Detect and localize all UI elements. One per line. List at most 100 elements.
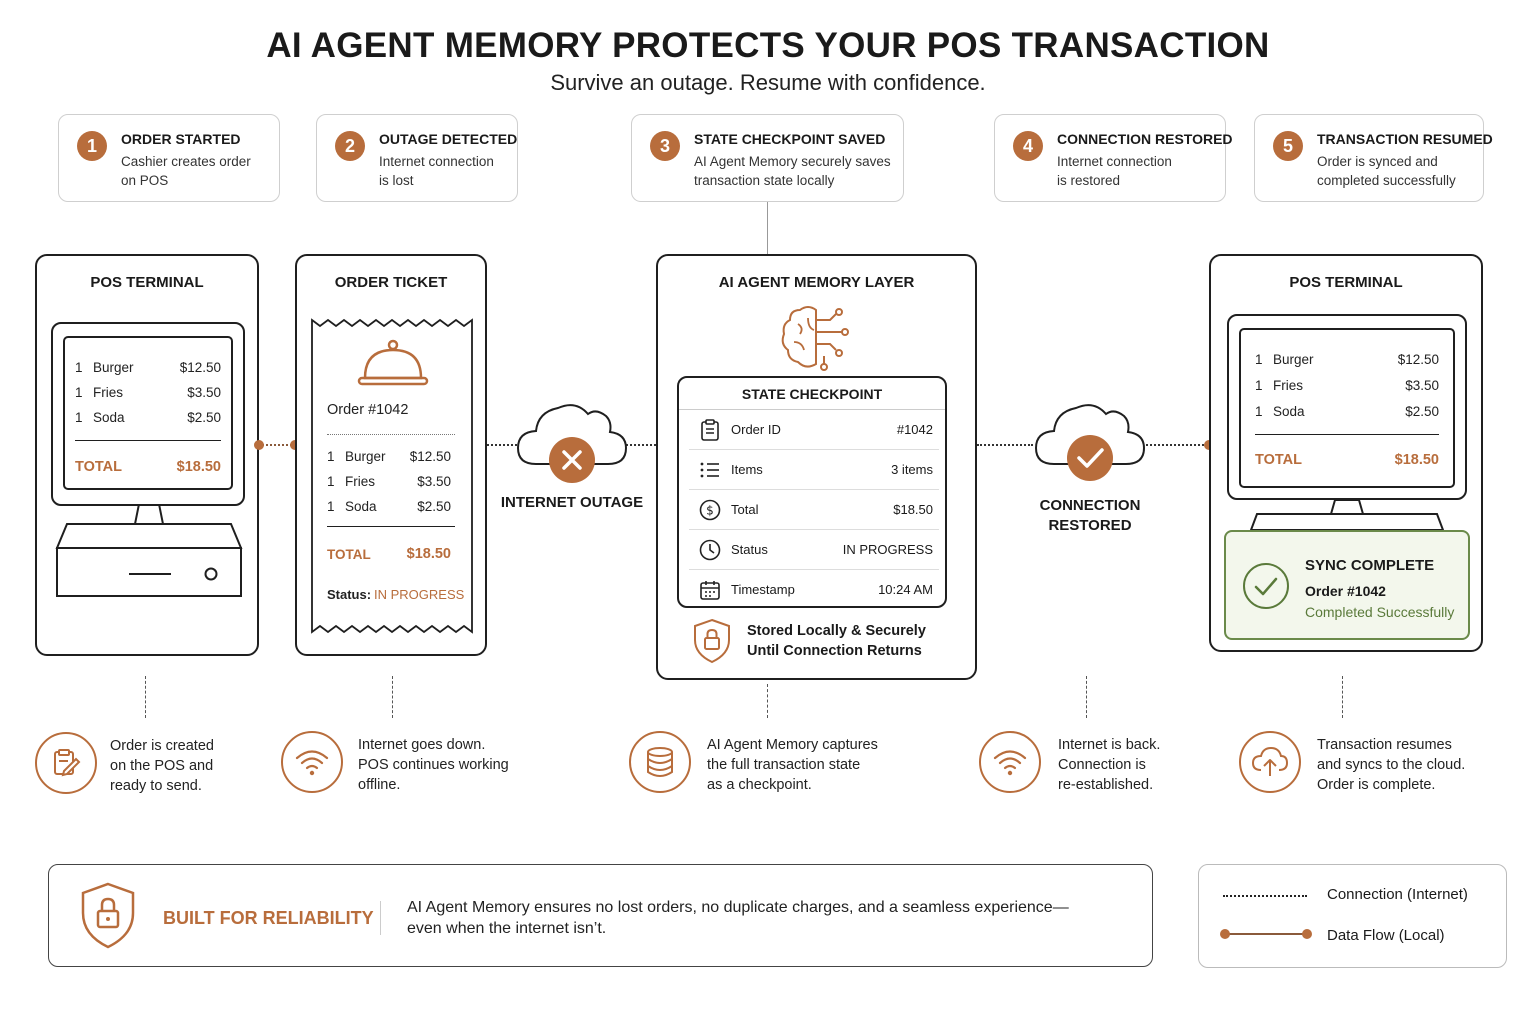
monitor-screen: 1 Burger $12.50 1 Fries $3.50 1 Soda $2.… bbox=[63, 336, 233, 490]
checkpoint-label: Total bbox=[731, 502, 759, 517]
connection-line bbox=[977, 444, 1033, 446]
item-name: Fries bbox=[1273, 378, 1303, 393]
clipboard-icon bbox=[701, 419, 719, 441]
step-title: STATE CHECKPOINT SAVED bbox=[694, 131, 886, 147]
item-qty: 1 bbox=[1255, 352, 1263, 367]
total-value: $18.50 bbox=[1394, 452, 1439, 468]
check-circle-icon bbox=[1243, 563, 1289, 609]
reliability-banner: BUILT FOR RELIABILITY AI Agent Memory en… bbox=[48, 864, 1153, 967]
checkpoint-row-status: Status IN PROGRESS bbox=[689, 530, 939, 570]
dollar-icon: $ bbox=[699, 499, 721, 521]
item-qty: 1 bbox=[327, 499, 335, 514]
item-price: $3.50 bbox=[1405, 378, 1439, 393]
checkpoint-value: 10:24 AM bbox=[878, 582, 933, 597]
step-card-5: 5 TRANSACTION RESUMED Order is synced an… bbox=[1254, 114, 1493, 202]
pos-terminal-left: POS TERMINAL 1 Burger $12.50 1 Fries $3.… bbox=[35, 254, 259, 656]
sync-order: Order #1042 bbox=[1305, 583, 1386, 599]
checkpoint-value: $18.50 bbox=[893, 502, 933, 517]
status-label: Status: bbox=[327, 587, 372, 602]
step-number: 1 bbox=[77, 131, 107, 161]
state-checkpoint-card: STATE CHECKPOINT Order ID #1042 Items 3 … bbox=[677, 376, 947, 608]
step-number: 3 bbox=[650, 131, 680, 161]
cloche-icon bbox=[357, 339, 429, 386]
divider bbox=[327, 526, 455, 527]
cloud-upload-icon bbox=[1251, 746, 1289, 776]
reliability-title: BUILT FOR RELIABILITY bbox=[163, 908, 374, 928]
vertical-connector bbox=[1086, 676, 1087, 718]
legend-dataflow-label: Data Flow (Local) bbox=[1327, 927, 1445, 944]
page-subtitle: Survive an outage. Resume with confidenc… bbox=[550, 70, 986, 95]
total-label: TOTAL bbox=[327, 547, 371, 562]
cloud-check-icon bbox=[1034, 404, 1146, 481]
shield-lock-icon bbox=[694, 618, 730, 664]
checkpoint-row-order-id: Order ID #1042 bbox=[689, 410, 939, 450]
legend: Connection (Internet) Data Flow (Local) bbox=[1198, 864, 1507, 968]
order-number: Order #1042 bbox=[327, 402, 409, 418]
item-price: $12.50 bbox=[179, 360, 221, 375]
item-qty: 1 bbox=[327, 474, 335, 489]
checkpoint-value: IN PROGRESS bbox=[842, 542, 933, 557]
total-label: TOTAL bbox=[1255, 452, 1302, 468]
legend-connection-swatch bbox=[1223, 895, 1307, 897]
pos-terminal-right: POS TERMINAL 1 Burger $12.50 1 Fries $3.… bbox=[1209, 254, 1483, 652]
connection-line bbox=[487, 444, 521, 446]
vertical-connector bbox=[767, 684, 768, 718]
legend-connection-label: Connection (Internet) bbox=[1327, 886, 1468, 903]
checkpoint-label: Timestamp bbox=[731, 582, 795, 597]
bottom-step-icon bbox=[1239, 731, 1301, 793]
item-price: $3.50 bbox=[417, 474, 451, 489]
item-name: Fries bbox=[93, 385, 123, 400]
checkpoint-title: STATE CHECKPOINT bbox=[741, 386, 883, 402]
data-flow-dot bbox=[254, 440, 264, 450]
bottom-step-text: Internet goes down.POS continues working… bbox=[358, 737, 509, 793]
memory-layer-panel: AI AGENT MEMORY LAYER STATE CHECKPOINT O… bbox=[656, 254, 977, 680]
reliability-text: AI Agent Memory ensures no lost orders, … bbox=[407, 899, 1069, 937]
vertical-connector bbox=[145, 676, 146, 718]
monitor: 1 Burger $12.50 1 Fries $3.50 1 Soda $2.… bbox=[51, 322, 245, 506]
step3-connector bbox=[767, 202, 768, 254]
sync-status: Completed Successfully bbox=[1305, 604, 1455, 620]
checkpoint-value: 3 items bbox=[891, 462, 933, 477]
step-title: OUTAGE DETECTED bbox=[379, 131, 518, 147]
order-ticket-panel: ORDER TICKET Order #1042 1 Burger $12.50… bbox=[295, 254, 487, 656]
connection-line bbox=[622, 444, 656, 446]
item-price: $2.50 bbox=[417, 499, 451, 514]
checkpoint-rows: Order ID #1042 Items 3 items $ Total $18… bbox=[679, 409, 945, 605]
divider bbox=[75, 440, 221, 441]
brain-circuit-icon bbox=[781, 306, 849, 371]
item-price: $12.50 bbox=[1397, 352, 1439, 367]
wifi-icon bbox=[993, 750, 1027, 776]
receipt-outline bbox=[311, 318, 473, 634]
total-label: TOTAL bbox=[75, 459, 122, 475]
step-title: CONNECTION RESTORED bbox=[1057, 131, 1233, 147]
panel-header: POS TERMINAL bbox=[1289, 274, 1403, 291]
item-qty: 1 bbox=[75, 410, 83, 425]
item-qty: 1 bbox=[1255, 404, 1263, 419]
shield-lock-icon bbox=[81, 882, 135, 949]
step-number: 4 bbox=[1013, 131, 1043, 161]
step-number: 2 bbox=[335, 131, 365, 161]
calendar-icon bbox=[700, 581, 720, 600]
item-name: Burger bbox=[345, 449, 386, 464]
item-name: Soda bbox=[93, 410, 125, 425]
sync-complete-card: SYNC COMPLETE Order #1042 Completed Succ… bbox=[1224, 530, 1470, 640]
panel-header: ORDER TICKET bbox=[334, 274, 448, 291]
step-card-3: 3 STATE CHECKPOINT SAVED AI Agent Memory… bbox=[631, 114, 904, 202]
step-card-4: 4 CONNECTION RESTORED Internet connectio… bbox=[994, 114, 1233, 202]
bottom-step-icon bbox=[281, 731, 343, 793]
banner-divider bbox=[380, 901, 381, 935]
status-value: IN PROGRESS bbox=[374, 587, 465, 602]
checkpoint-row-items: Items 3 items bbox=[689, 450, 939, 490]
bottom-step-icon bbox=[629, 731, 691, 793]
item-name: Burger bbox=[1273, 352, 1314, 367]
